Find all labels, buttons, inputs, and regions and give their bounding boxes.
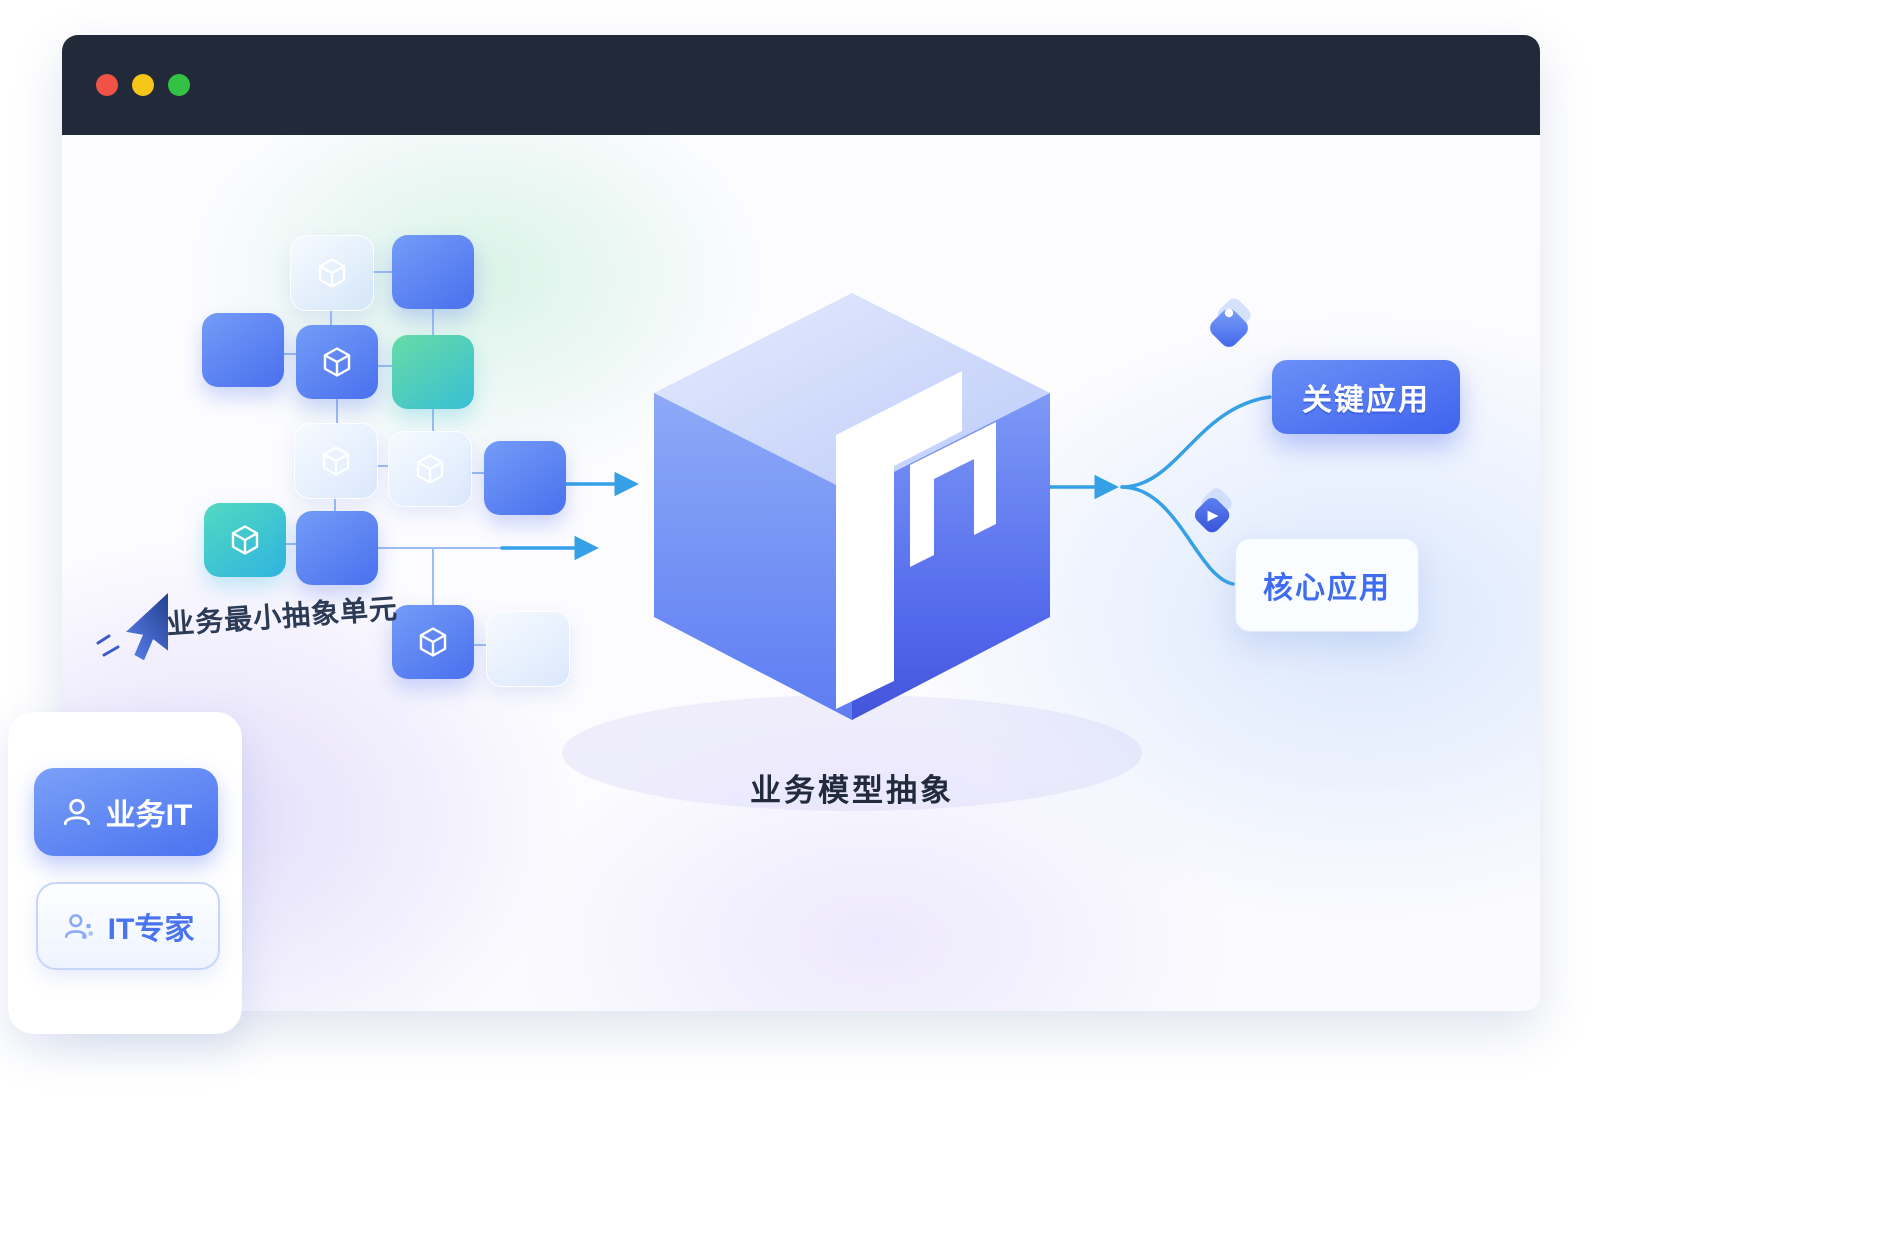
unit-node [294, 423, 378, 499]
model-cube [654, 293, 1050, 720]
unit-node [202, 313, 284, 387]
browser-window: 业务最小抽象单元 业务模型抽象 关键应用 [62, 35, 1540, 1011]
unit-node [296, 325, 378, 399]
unit-node [204, 503, 286, 577]
unit-node [392, 335, 474, 409]
it-expert-label: IT专家 [107, 913, 195, 946]
cube-icon [323, 347, 351, 377]
key-app-chip[interactable]: 关键应用 [1272, 360, 1460, 434]
cube-shadow [562, 695, 1142, 811]
cube-icon [416, 454, 444, 484]
model-caption: 业务模型抽象 [750, 773, 954, 808]
cube-icon [318, 258, 346, 288]
key-app-label: 关键应用 [1302, 384, 1430, 417]
unit-node [296, 511, 378, 585]
window-titlebar [62, 35, 1540, 135]
unit-node [392, 235, 474, 309]
cube-logo-band [836, 371, 962, 709]
diagram-graphics [284, 271, 1272, 811]
core-app-chip[interactable]: 核心应用 [1235, 538, 1419, 632]
it-expert-button[interactable]: IT专家 [36, 882, 220, 970]
business-it-button[interactable]: 业务IT [34, 768, 218, 856]
user-icon [63, 798, 90, 826]
cube-logo-ring [910, 422, 996, 567]
cursor-icon [96, 593, 168, 661]
core-app-label: 核心应用 [1263, 572, 1391, 605]
cluster-connectors [284, 271, 502, 646]
role-panel: 业务IT IT专家 [8, 712, 242, 1034]
illustration-canvas: 业务最小抽象单元 业务模型抽象 关键应用 [62, 135, 1540, 1011]
maximize-button[interactable] [168, 74, 190, 96]
tag-icon [1210, 298, 1251, 347]
unit-node [392, 605, 474, 679]
cube-icon [231, 525, 259, 555]
unit-node [484, 441, 566, 515]
unit-node [388, 431, 472, 507]
expert-icon [64, 914, 93, 939]
flow-arrows [500, 395, 1272, 586]
tag-icon [1194, 488, 1232, 533]
cube-icon [322, 446, 350, 476]
close-button[interactable] [96, 74, 118, 96]
minimize-button[interactable] [132, 74, 154, 96]
business-it-label: 业务IT [105, 799, 193, 832]
unit-node [290, 235, 374, 311]
cube-icon [419, 627, 447, 657]
unit-node [486, 611, 570, 687]
